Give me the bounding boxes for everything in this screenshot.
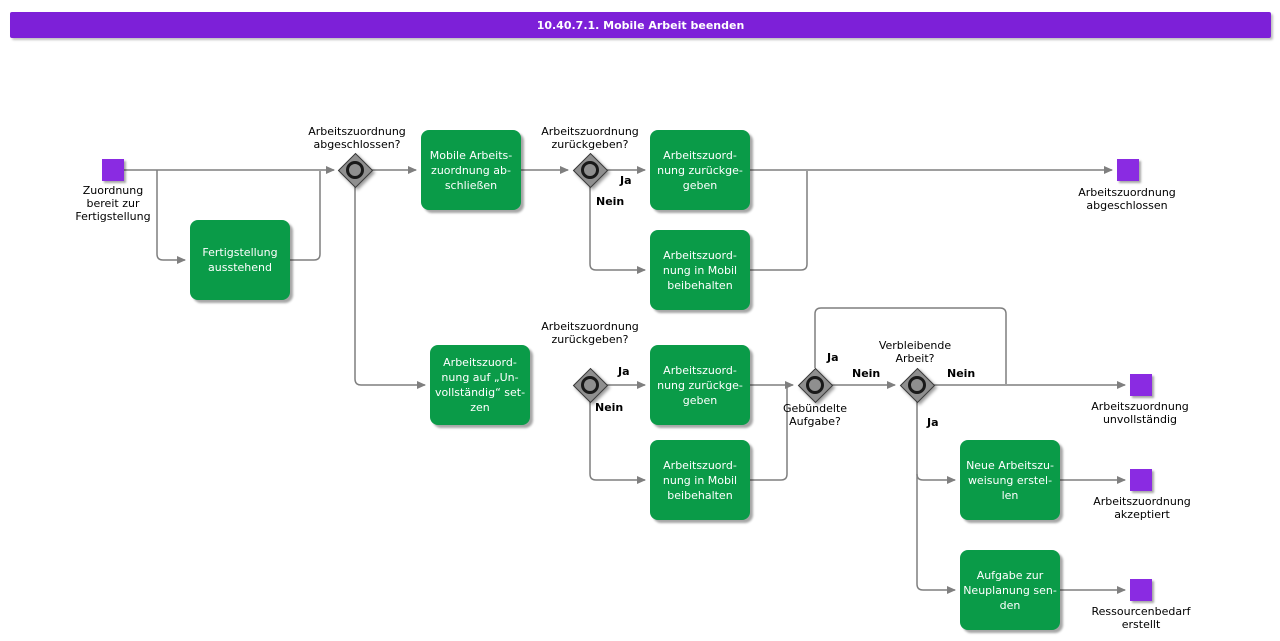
task-label: Neue Arbeitszu-weisung erstel-len	[966, 458, 1054, 502]
connector-gateway1-to-unvollstaendig-setzen	[354, 187, 426, 389]
gateway-circle-icon	[581, 161, 599, 179]
gateway-circle-icon	[806, 376, 824, 394]
gateway-circle-icon	[581, 376, 599, 394]
connector-gateway4-ja-loop	[814, 307, 1007, 384]
gateway-arbeitszuordnung-zurueckgeben-unten[interactable]	[572, 367, 608, 403]
task-label: Mobile Arbeits-zuordnung ab-schließen	[429, 148, 513, 192]
gateway-verbleibende-arbeit[interactable]	[899, 367, 935, 403]
gateway-arbeitszuordnung-zurueckgeben-oben[interactable]	[572, 152, 608, 188]
connector-gateway3-nein-to-mobil-beibehalten-unten	[589, 402, 646, 484]
task-mobile-arbeitszuordnung-abschliessen[interactable]: Mobile Arbeits-zuordnung ab-schließen	[421, 130, 521, 210]
end-event-arbeitszuordnung-unvollstaendig[interactable]	[1130, 374, 1152, 396]
task-arbeitszuordnung-zurueckgegeben-unten[interactable]: Arbeitszuord-nung zurückge-geben	[650, 345, 750, 425]
edge-label-gw4-ja: Ja	[827, 351, 839, 364]
gateway-arbeitszuordnung-abgeschlossen[interactable]	[337, 152, 373, 188]
edge-label-gw5-nein: Nein	[947, 367, 976, 380]
edge-label-gw3-nein: Nein	[595, 401, 624, 414]
edge-label-gw4-nein: Nein	[852, 367, 881, 380]
connector-start-branch-to-fertigstellung	[156, 170, 186, 264]
diagram-title: 10.40.7.1. Mobile Arbeit beenden	[536, 18, 745, 32]
connector-gateway5-ja-to-neue-zuweisung	[916, 473, 956, 484]
start-event-zuordnung-bereit-zur-fertigstellung[interactable]	[102, 159, 124, 181]
task-neue-arbeitszuweisung-erstellen[interactable]: Neue Arbeitszu-weisung erstel-len	[960, 440, 1060, 520]
task-arbeitszuordnung-zurueckgegeben-oben[interactable]: Arbeitszuord-nung zurückge-geben	[650, 130, 750, 210]
connector-gateway2-nein-to-mobil-beibehalten	[589, 187, 646, 274]
connector-fertigstellung-to-gateway1	[290, 171, 321, 261]
task-label: Arbeitszuord-nung auf „Un-vollständig“ s…	[434, 356, 526, 414]
connector-mobil-beibehalten-merge	[750, 171, 808, 271]
gateway-circle-icon	[908, 376, 926, 394]
diagram-title-bar: 10.40.7.1. Mobile Arbeit beenden	[10, 12, 1271, 38]
task-label: Arbeitszuord-nung zurückge-geben	[657, 148, 743, 192]
end-event-arbeitszuordnung-akzeptiert[interactable]	[1130, 469, 1152, 491]
end-event-ressourcenbedarf-erstellt[interactable]	[1130, 579, 1152, 601]
edge-label-gw2-nein: Nein	[596, 195, 625, 208]
gateway-gebuendelte-aufgabe[interactable]	[797, 367, 833, 403]
end-event-arbeitszuordnung-abgeschlossen[interactable]	[1117, 159, 1139, 181]
task-arbeitszuordnung-auf-unvollstaendig-setzen[interactable]: Arbeitszuord-nung auf „Un-vollständig“ s…	[430, 345, 530, 425]
edge-label-gw2-ja: Ja	[620, 174, 632, 187]
edge-label-gw3-ja: Ja	[618, 365, 630, 378]
edge-label-gw5-ja: Ja	[927, 416, 939, 429]
connector-mobil-beibehalten-unten-merge	[750, 386, 788, 481]
connector-gateway5-ja-to-neuplanung	[916, 402, 956, 594]
task-label: Arbeitszuord-nung zurückge-geben	[657, 363, 743, 407]
gateway-circle-icon	[346, 161, 364, 179]
